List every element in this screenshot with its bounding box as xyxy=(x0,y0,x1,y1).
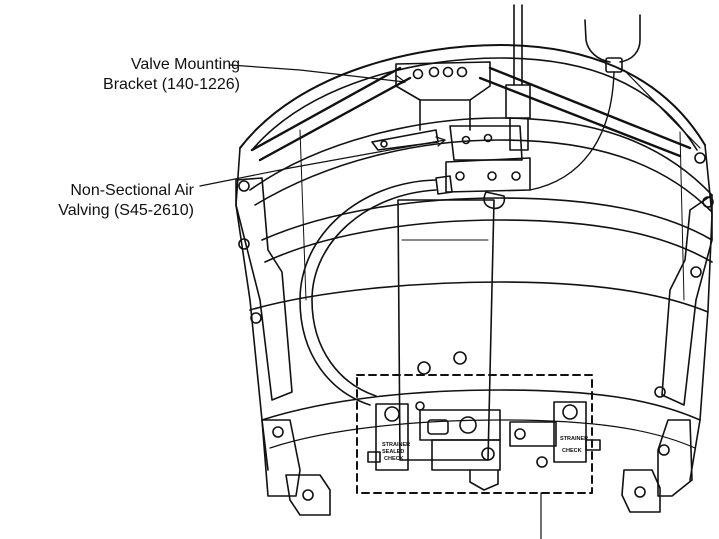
leader-air-valving xyxy=(199,139,446,187)
callout-air-valving-line2: Valving (S45-2610) xyxy=(58,202,194,219)
left-valve-label-3: CHECK xyxy=(384,456,404,462)
right-valve-label-1: STRAINER xyxy=(560,436,588,442)
detail-dashed-box xyxy=(356,374,593,494)
lower-valve-cluster xyxy=(367,401,601,491)
callout-valve-bracket-line1: Valve Mounting xyxy=(130,56,240,73)
drum-housing xyxy=(235,44,713,481)
valve-mounting-bracket xyxy=(371,61,491,151)
left-valve-label-1: STRAINER xyxy=(382,442,410,448)
callout-valve-mounting-bracket: Valve Mounting Bracket (140-1226) xyxy=(103,55,240,95)
leader-valve-bracket-arrow xyxy=(395,75,406,86)
callout-valve-bracket-line2: Bracket (140-1226) xyxy=(103,76,240,93)
left-hanger-arm xyxy=(235,177,331,516)
rim-braces xyxy=(250,66,692,162)
air-hose xyxy=(299,179,437,406)
callout-air-valving-line1: Non-Sectional Air xyxy=(70,182,194,199)
valve-body-labels: STRAINER SEALED CHECK STRAINER CHECK xyxy=(382,436,588,462)
callout-non-sectional-air-valving: Non-Sectional Air Valving (S45-2610) xyxy=(58,181,194,221)
right-hanger-arm xyxy=(621,152,714,513)
leader-valve-bracket xyxy=(229,64,406,83)
leader-air-valving-arrow xyxy=(435,136,446,147)
right-valve-label-2: CHECK xyxy=(562,448,582,454)
callout-leaders xyxy=(199,64,542,539)
left-valve-label-2: SEALED xyxy=(382,449,404,455)
air-valving-assembly xyxy=(435,4,701,210)
